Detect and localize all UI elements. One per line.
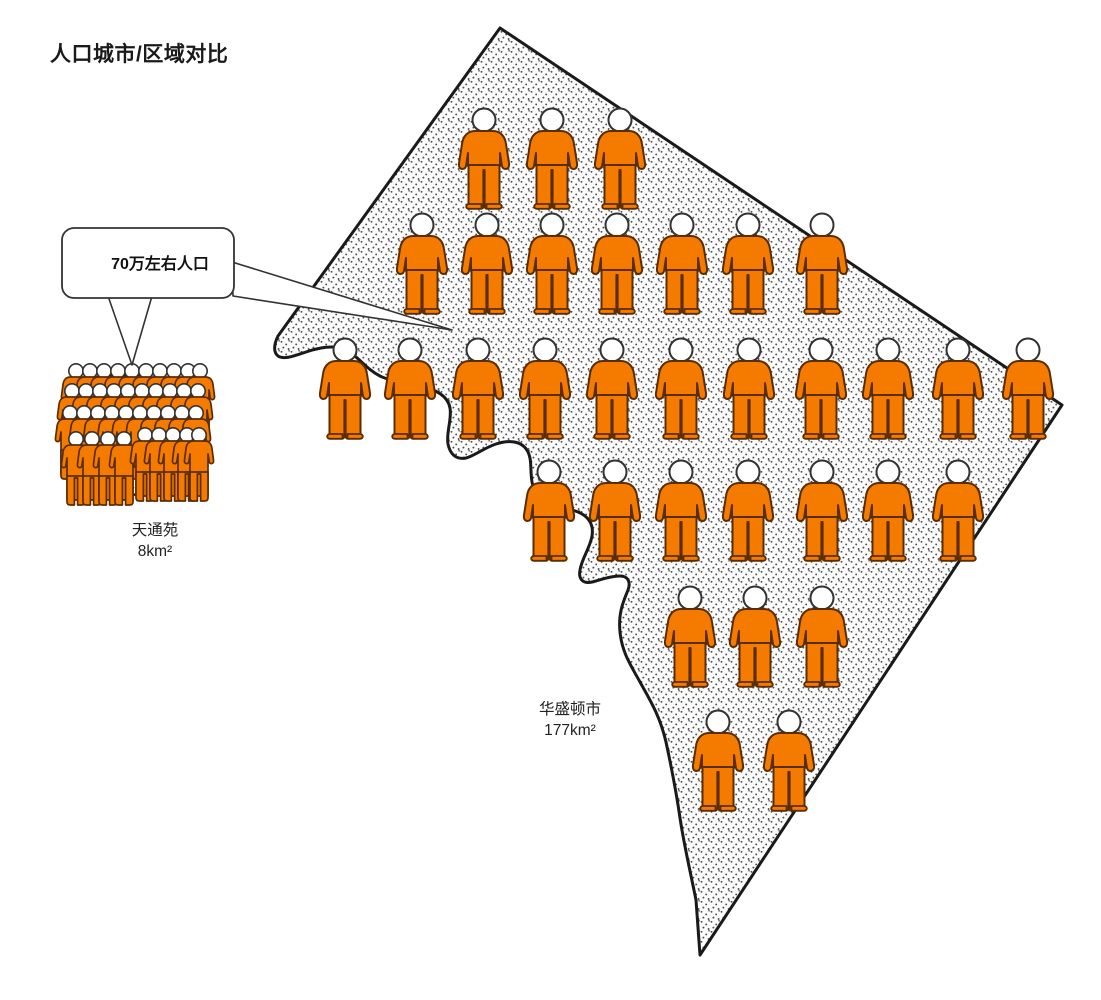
- washington-label: 华盛顿市 177km²: [470, 700, 670, 742]
- tiantongyuan-label: 天通苑 8km²: [62, 521, 248, 563]
- washington-name: 华盛顿市: [538, 701, 601, 718]
- tiantongyuan-cluster: [54, 362, 216, 506]
- tiantongyuan-area: 8km²: [137, 542, 173, 560]
- page-title: 人口城市/区域对比: [50, 43, 229, 66]
- callout-tail-left: [107, 295, 153, 366]
- callout-bubble: [61, 227, 235, 299]
- callout-label: 70万左右人口: [111, 256, 209, 273]
- tiantongyuan-name: 天通苑: [131, 522, 179, 539]
- population-callout[interactable]: [61, 227, 453, 366]
- washington-area: 177km²: [544, 721, 596, 739]
- washington-dc-map: [273, 26, 1064, 957]
- dc-person-row-1: [457, 107, 647, 210]
- dc-person-row-5: [663, 585, 849, 688]
